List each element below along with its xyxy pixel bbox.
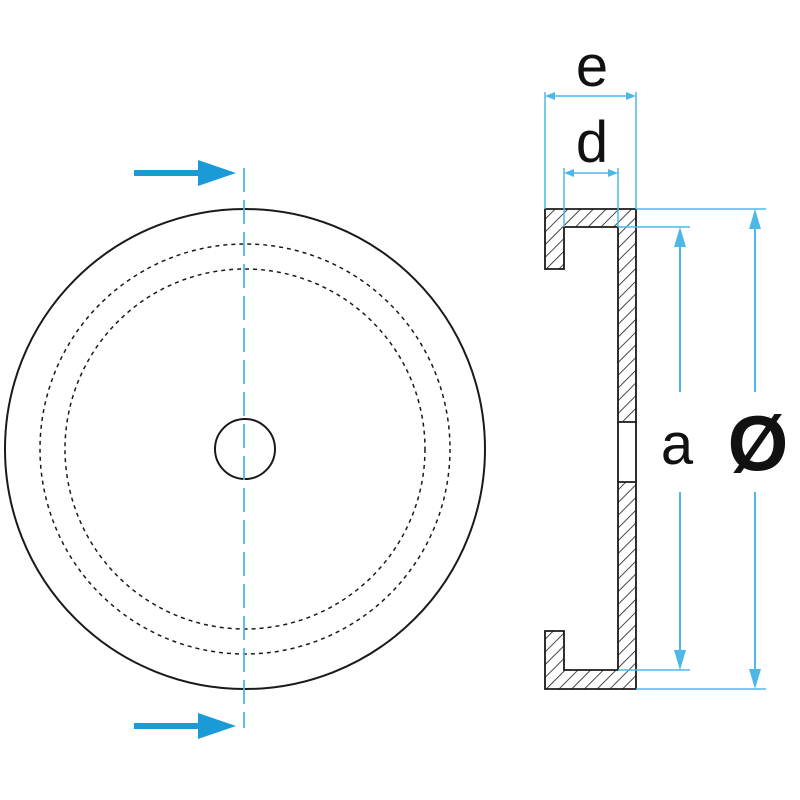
label-e: e — [576, 34, 608, 99]
section-arrow-top — [134, 160, 236, 186]
label-d: d — [576, 110, 608, 175]
dimension-diameter — [636, 208, 766, 690]
section-view — [544, 208, 637, 690]
label-a: a — [661, 412, 694, 477]
label-diameter: Ø — [728, 399, 789, 487]
section-arrow-bottom — [134, 713, 236, 739]
front-view — [4, 160, 486, 739]
profile-lower — [544, 481, 637, 690]
outer-circle — [4, 208, 486, 690]
center-hole — [214, 418, 276, 480]
profile-upper — [544, 208, 637, 423]
dimension-e — [544, 92, 637, 209]
dashed-circle-outer — [39, 243, 451, 655]
dimension-a — [618, 226, 690, 671]
dashed-circle-inner — [64, 268, 426, 630]
dimension-d — [563, 168, 619, 227]
